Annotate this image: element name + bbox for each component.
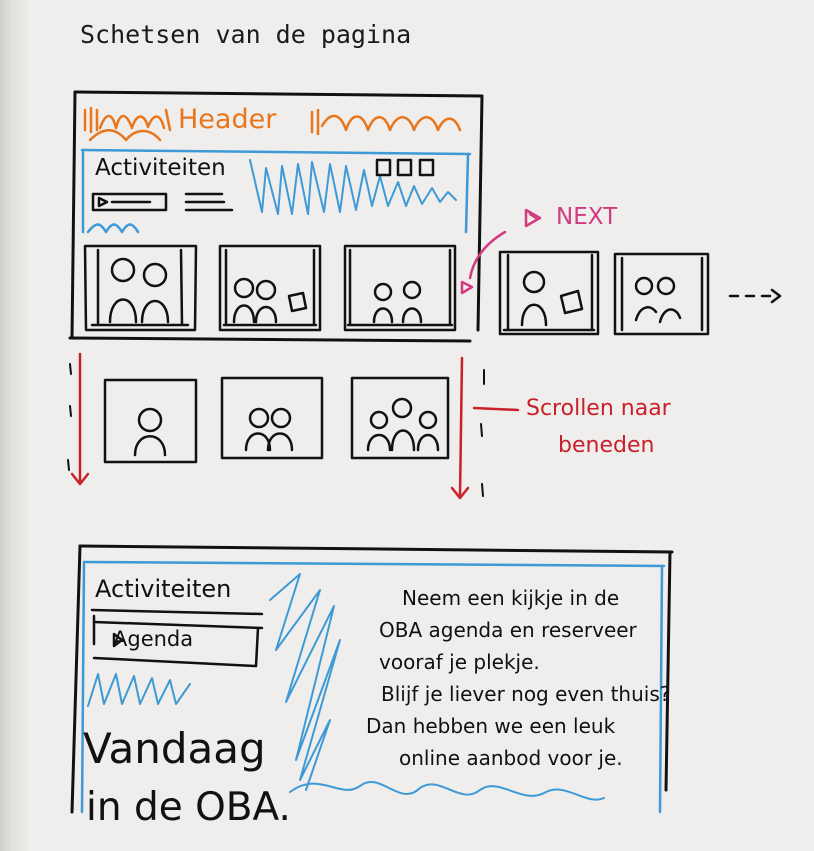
paragraph-line: vooraf je plekje. — [379, 650, 540, 674]
header-label: Header — [178, 104, 277, 135]
blue-scribble-left — [87, 673, 191, 707]
wireframe-2-blue — [80, 560, 666, 814]
wireframe-1-frame — [68, 90, 484, 343]
paragraph-line: Blijf je liever nog even thuis? — [381, 682, 671, 706]
section1-heading: Activiteiten — [95, 155, 226, 181]
card-row-top — [83, 244, 457, 332]
card-row-bottom — [103, 376, 450, 464]
scroll-ticks — [67, 363, 485, 497]
mini-button-and-text — [91, 192, 234, 212]
card-row-offscreen — [498, 250, 782, 336]
header-scribble — [83, 106, 462, 142]
big-title-line2: in de OBA. — [86, 785, 291, 830]
agenda-button-box — [90, 608, 264, 668]
paragraph-line: OBA agenda en reserveer — [379, 618, 637, 642]
activiteiten-block-frame — [80, 148, 472, 234]
paragraph-line: online aanbod voor je. — [399, 746, 623, 770]
scroll-label-line2: beneden — [558, 433, 655, 458]
icon-boxes — [375, 158, 435, 177]
scroll-label-line1: Scrollen naar — [526, 396, 671, 421]
blue-scribble-center — [269, 573, 605, 801]
blue-scribble-top — [249, 159, 457, 215]
big-title-line1: Vandaag — [83, 724, 266, 773]
notebook-spine — [0, 0, 28, 851]
wireframe-2-frame — [70, 544, 674, 814]
paragraph-line: Dan hebben we een leuk — [366, 714, 616, 738]
paragraph-line: Neem een kijkje in de — [402, 586, 620, 610]
scroll-arrows — [70, 352, 520, 500]
card — [83, 244, 198, 332]
section2-heading: Activiteiten — [95, 575, 232, 603]
sketch-title: Schetsen van de pagina — [80, 20, 412, 49]
next-label: NEXT — [556, 204, 618, 230]
card — [218, 244, 322, 332]
agenda-button-label: Agenda — [113, 627, 194, 651]
next-annotation — [460, 208, 542, 295]
card — [343, 244, 457, 332]
